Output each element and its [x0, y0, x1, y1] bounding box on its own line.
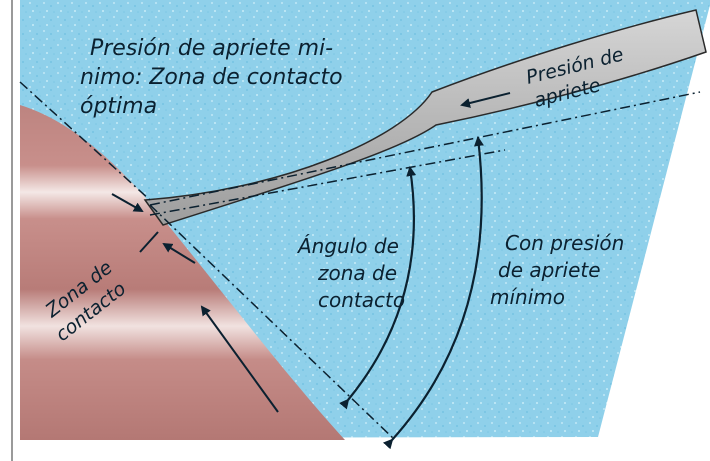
- wiper-blade: [143, 9, 707, 226]
- contact-zone-lower-arrow: [162, 242, 196, 264]
- blade-pressure-arrow: [460, 92, 511, 108]
- min-pressure-arc-arrow: [382, 136, 484, 450]
- angle-label-line-3: contacto: [318, 288, 405, 312]
- min-pressure-label-line-1: Con presión: [505, 231, 624, 255]
- roller-shape: [20, 105, 345, 440]
- min-pressure-label-line-3: mínimo: [490, 285, 565, 309]
- angle-label-line-1: Ángulo de: [296, 234, 399, 258]
- title-line-2: nimo: Zona de contacto: [80, 65, 343, 90]
- angle-label-line-2: zona de: [317, 261, 397, 285]
- title-line-3: óptima: [80, 94, 157, 119]
- roller-direction-arrow: [200, 305, 279, 413]
- tangent-line-upper: [19, 81, 151, 201]
- min-pressure-label-line-2: de apriete: [498, 258, 601, 282]
- contact-zone-upper-tick: [111, 193, 144, 212]
- contact-zone-lower-tick: [139, 231, 159, 253]
- title-line-1: Presión de apriete mi-: [90, 36, 333, 61]
